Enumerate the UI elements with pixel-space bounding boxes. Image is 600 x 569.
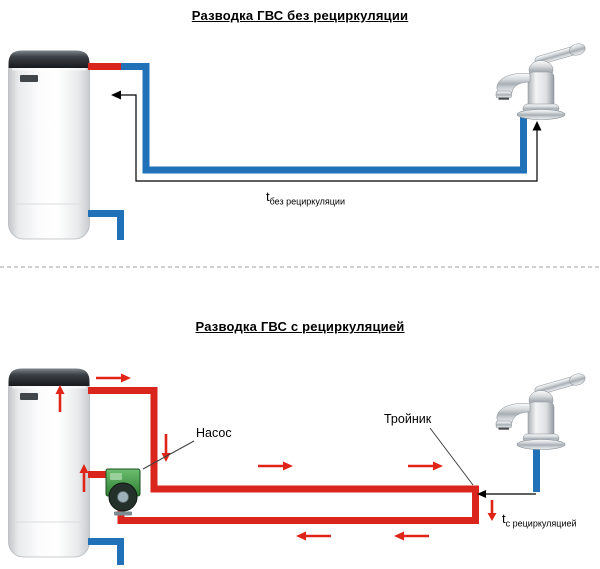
travel-path-annotation	[111, 90, 542, 182]
time-label-with-recirculation: tс рециркуляцией	[502, 511, 577, 529]
time-subscript: без рециркуляции	[269, 196, 345, 207]
time-symbol: t	[502, 511, 506, 526]
flow-arrow-right-top	[96, 373, 131, 383]
flow-arrow-down-tee	[487, 500, 497, 521]
cold-inlet-pipe	[88, 538, 124, 565]
arrow-left-to-boiler-icon	[111, 90, 121, 100]
time-subscript: с рециркуляцией	[505, 518, 577, 529]
flow-arrow-up-return	[79, 464, 89, 492]
water-heater-icon	[8, 50, 90, 240]
bottom-diagram-title: Разводка ГВС с рециркуляцией	[195, 319, 405, 334]
faucet-icon	[495, 372, 588, 450]
time-label-no-recirculation: tбез рециркуляции	[266, 189, 345, 207]
top-diagram-title: Разводка ГВС без рециркуляции	[191, 8, 409, 23]
flow-arrow-left-return-2	[394, 531, 429, 541]
supply-run-pipe	[121, 63, 527, 174]
time-symbol: t	[266, 189, 270, 204]
pump-label: Насос	[196, 426, 232, 440]
flow-arrow-up-tank	[55, 385, 65, 412]
diagram-no-recirculation	[8, 42, 588, 240]
arrow-up-to-faucet-icon	[532, 121, 542, 131]
tee-label: Тройник	[384, 412, 432, 426]
water-heater-icon	[8, 368, 90, 558]
circulation-pump-icon	[105, 468, 141, 516]
tee-leader-line	[429, 427, 474, 486]
flow-arrow-left-return-1	[296, 531, 331, 541]
flow-arrow-right-supply-2	[408, 461, 443, 471]
recirculation-loop-pipe	[88, 387, 479, 524]
diagram-with-recirculation	[8, 368, 588, 565]
pump-leader-line	[142, 440, 195, 470]
arrow-left-to-tee-icon	[477, 490, 486, 498]
flow-arrow-right-supply-1	[258, 461, 293, 471]
cold-inlet-pipe	[88, 210, 124, 240]
faucet-icon	[495, 42, 588, 120]
short-path-annotation	[477, 490, 536, 498]
